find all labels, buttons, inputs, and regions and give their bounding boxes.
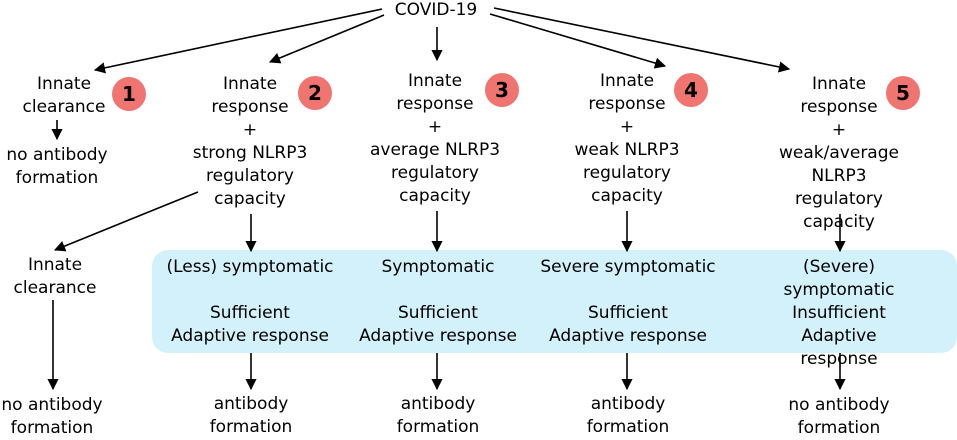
scenario-4-badge: 4: [674, 73, 708, 107]
scenario-1-outcome: no antibody formation: [6, 145, 108, 188]
scenario-4-symptoms: Severe symptomatic: [540, 257, 716, 277]
arrow-root-to-scenario-2: [268, 14, 385, 64]
branch-outcome: no antibody formation: [1, 395, 103, 438]
scenario-2-outcome: antibody formation: [209, 394, 293, 437]
arrow-root-to-scenario-1: [93, 8, 383, 74]
scenario-1-innate-clearance: Innate clearance: [22, 74, 106, 117]
root-covid19: COVID-19: [394, 0, 478, 20]
arrow-root-to-scenario-4: [489, 13, 667, 69]
branch-innate-clearance: Innate clearance: [13, 255, 97, 298]
scenario-2-badge: 2: [298, 76, 332, 110]
scenario-4-adaptive: Sufficient Adaptive response: [549, 303, 707, 346]
scenario-2-symptoms: (Less) symptomatic: [166, 257, 334, 277]
arrow-root-to-scenario-5: [493, 7, 791, 73]
scenario-5-adaptive: Insufficient Adaptive response: [792, 303, 886, 369]
scenario-4-innate-response: Innate response + weak NLRP3 regulatory …: [574, 71, 680, 206]
scenario-5-outcome: no antibody formation: [788, 395, 890, 438]
scenario-1-badge: 1: [112, 77, 146, 111]
scenario-2-adaptive: Sufficient Adaptive response: [171, 303, 329, 346]
scenario-5-symptoms: (Severe) symptomatic: [783, 257, 895, 300]
scenario-5-badge: 5: [886, 76, 920, 110]
scenario-3-symptoms: Symptomatic: [381, 257, 495, 277]
scenario-3-badge: 3: [485, 73, 519, 107]
scenario-5-innate-response: Innate response + weak/average NLRP3 reg…: [779, 74, 899, 232]
scenario-3-adaptive: Sufficient Adaptive response: [359, 303, 517, 346]
scenario-2-innate-response: Innate response + strong NLRP3 regulator…: [192, 74, 308, 209]
scenario-4-outcome: antibody formation: [586, 394, 670, 437]
scenario-3-outcome: antibody formation: [396, 394, 480, 437]
adaptive-response-band: [152, 250, 957, 353]
arrow-scenario-1-to-branch: [53, 191, 199, 252]
scenario-3-innate-response: Innate response + average NLRP3 regulato…: [369, 71, 501, 206]
